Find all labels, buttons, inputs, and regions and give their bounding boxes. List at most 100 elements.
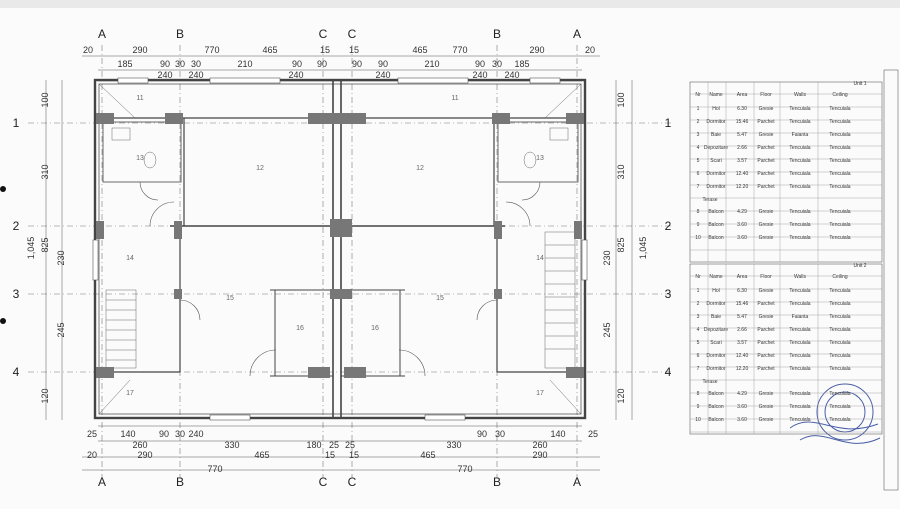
room-number: 15 [436,295,444,302]
dimension-label: 185 [117,59,132,69]
table-unit2-cell: Parchet [757,353,775,359]
dimension-label: 90 [317,59,327,69]
table-unit1-cell: Balcon [708,222,724,228]
axis-label-bottom: C [348,475,357,489]
axis-label-top: C [319,27,328,41]
dimension-label: 465 [420,450,435,460]
door-swings [139,181,541,377]
table-unit1-cell: Tencuiala [789,235,810,241]
table-unit1-cell: Tencuiala [829,145,850,151]
table-unit1-cell: Baie [711,132,721,138]
table-unit2-cell: Parchet [757,301,775,307]
table-unit1-cell: 8 [697,209,700,215]
table-unit1-cell: 6.30 [737,106,747,112]
dimension-label: 240 [504,70,519,80]
binder-hole [0,186,6,192]
dimension-label: 825 [616,237,626,252]
table-unit2-cell: Hol [712,288,720,294]
table-unit2-header: Ceiling [832,274,848,280]
axis-label-top: A [573,27,581,41]
dimension-label: 15 [349,450,359,460]
table-unit2-cell: Baie [711,314,721,320]
table-unit2-header: Walls [794,274,807,280]
table-unit1-cell: Tencuiala [789,184,810,190]
table-unit2-cell: 2.66 [737,327,747,333]
table-unit2-cell: Tencuiala [829,327,850,333]
table-unit2-header: Nr [695,274,701,280]
dimension-label: 245 [56,322,66,337]
dimension-label: 20 [585,45,595,55]
dimension-label: 210 [237,59,252,69]
table-unit1-cell: 6 [697,171,700,177]
table-unit2-cell: Tencuiala [829,404,850,410]
dimension-label: 25 [588,429,598,439]
table-unit1-cell: Tencuiala [829,119,850,125]
table-unit1-cell: 3 [697,132,700,138]
table-unit2-title: Unit 2 [853,263,866,269]
table-unit2-cell: 4.29 [737,391,747,397]
room-number: 15 [226,295,234,302]
table-unit2-cell: 9 [697,404,700,410]
table-unit2-cell: 3.60 [737,417,747,423]
stairs [105,231,576,369]
axis-label-left: 1 [13,116,20,130]
dimension-label: 240 [288,70,303,80]
dimension-label: 25 [345,440,355,450]
table-unit2-cell: Parchet [757,366,775,372]
table-unit1-header: Walls [794,92,807,98]
room-number: 17 [126,390,134,397]
axis-label-right: 4 [665,365,672,379]
dimension-label: 290 [529,45,544,55]
axis-label-right: 1 [665,116,672,130]
table-unit2-cell: Tencuiala [789,288,810,294]
table-unit1-header: Floor [760,92,772,98]
table-unit1-cell: Gresie [759,209,774,215]
room-number: 11 [451,95,458,102]
table-unit2-cell: Tencuiala [829,288,850,294]
dimension-label: 310 [40,164,50,179]
room-number: 13 [536,155,544,162]
table-unit2-cell: 4 [697,327,700,333]
table-unit1-cell: 15.46 [736,119,749,125]
axis-label-right: 3 [665,287,672,301]
room-number: 13 [136,155,144,162]
dimension-label: 140 [120,429,135,439]
dimension-label: 30 [495,429,505,439]
room-number: 11 [136,95,143,102]
table-unit2-cell: Tencuiala [789,327,810,333]
table-unit2-cell: Tencuiala [829,391,850,397]
axis-label-left: 3 [13,287,20,301]
table-unit1-cell: Tencuiala [829,222,850,228]
dimension-label: 20 [83,45,93,55]
table-unit2-header: Area [737,274,748,280]
table-unit1-cell: Hol [712,106,720,112]
table-unit1-cell: Tencuiala [829,132,850,138]
table-unit1-cell: Gresie [759,222,774,228]
table-unit2-cell: 12.40 [736,353,749,359]
dimension-label: 90 [160,59,170,69]
table-unit1-cell: Parchet [757,158,775,164]
dimension-label: 240 [188,429,203,439]
axis-label-top: C [348,27,357,41]
dimension-label: 90 [477,429,487,439]
table-unit1-cell: Dormitor [706,171,726,177]
table-unit1-cell: Gresie [759,106,774,112]
columns [96,113,584,378]
dimension-label: 230 [56,250,66,265]
dimension-label: 185 [514,59,529,69]
dimension-label: 240 [188,70,203,80]
room-number: 16 [296,325,304,332]
table-unit1-cell: Parchet [757,184,775,190]
dimension-label: 30 [175,429,185,439]
table-unit1-cell: Tencuiala [789,209,810,215]
table-unit1-cell: Tencuiala [789,158,810,164]
table-unit1-cell: Depozitare [704,145,728,151]
axis-label-left: 2 [13,219,20,233]
table-unit1-cell: Tencuiala [789,119,810,125]
axis-label-bottom: A [98,475,106,489]
dimension-label: 465 [412,45,427,55]
table-unit1-cell: 2 [697,119,700,125]
dimension-label: 770 [457,464,472,474]
table-unit2-cell: Tencuiala [829,301,850,307]
dimension-label: 260 [532,440,547,450]
